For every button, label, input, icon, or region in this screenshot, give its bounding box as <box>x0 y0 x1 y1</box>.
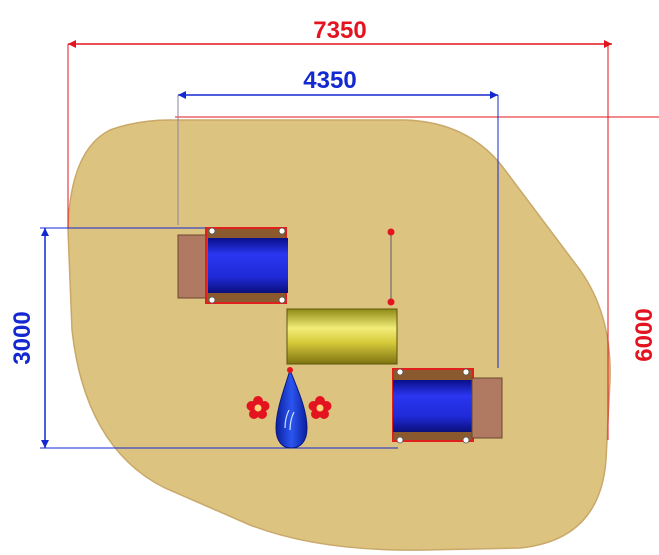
step-lower-right <box>471 377 503 439</box>
water-drop-icon <box>275 367 308 449</box>
tunnel-upper-left <box>208 238 288 293</box>
overall-height-dimension: 6000 <box>175 116 659 362</box>
rope-pole <box>387 228 395 306</box>
inner-height-dimension: 3000 <box>9 227 398 449</box>
inner-width-label: 4350 <box>303 67 356 94</box>
inner-width-dimension: 4350 <box>177 67 499 368</box>
flower-icon <box>246 396 270 419</box>
overall-width-dimension: 7350 <box>67 17 612 440</box>
tunnel-module-lower-right <box>392 368 503 444</box>
step-upper-left <box>177 234 209 299</box>
flower-icon <box>308 396 332 419</box>
overall-width-label: 7350 <box>313 17 366 44</box>
tunnel-module-upper-left <box>177 227 288 304</box>
center-tube <box>286 308 398 365</box>
tunnel-lower-right <box>393 380 473 432</box>
overall-height-label: 6000 <box>631 308 658 361</box>
inner-height-label: 3000 <box>9 311 36 364</box>
